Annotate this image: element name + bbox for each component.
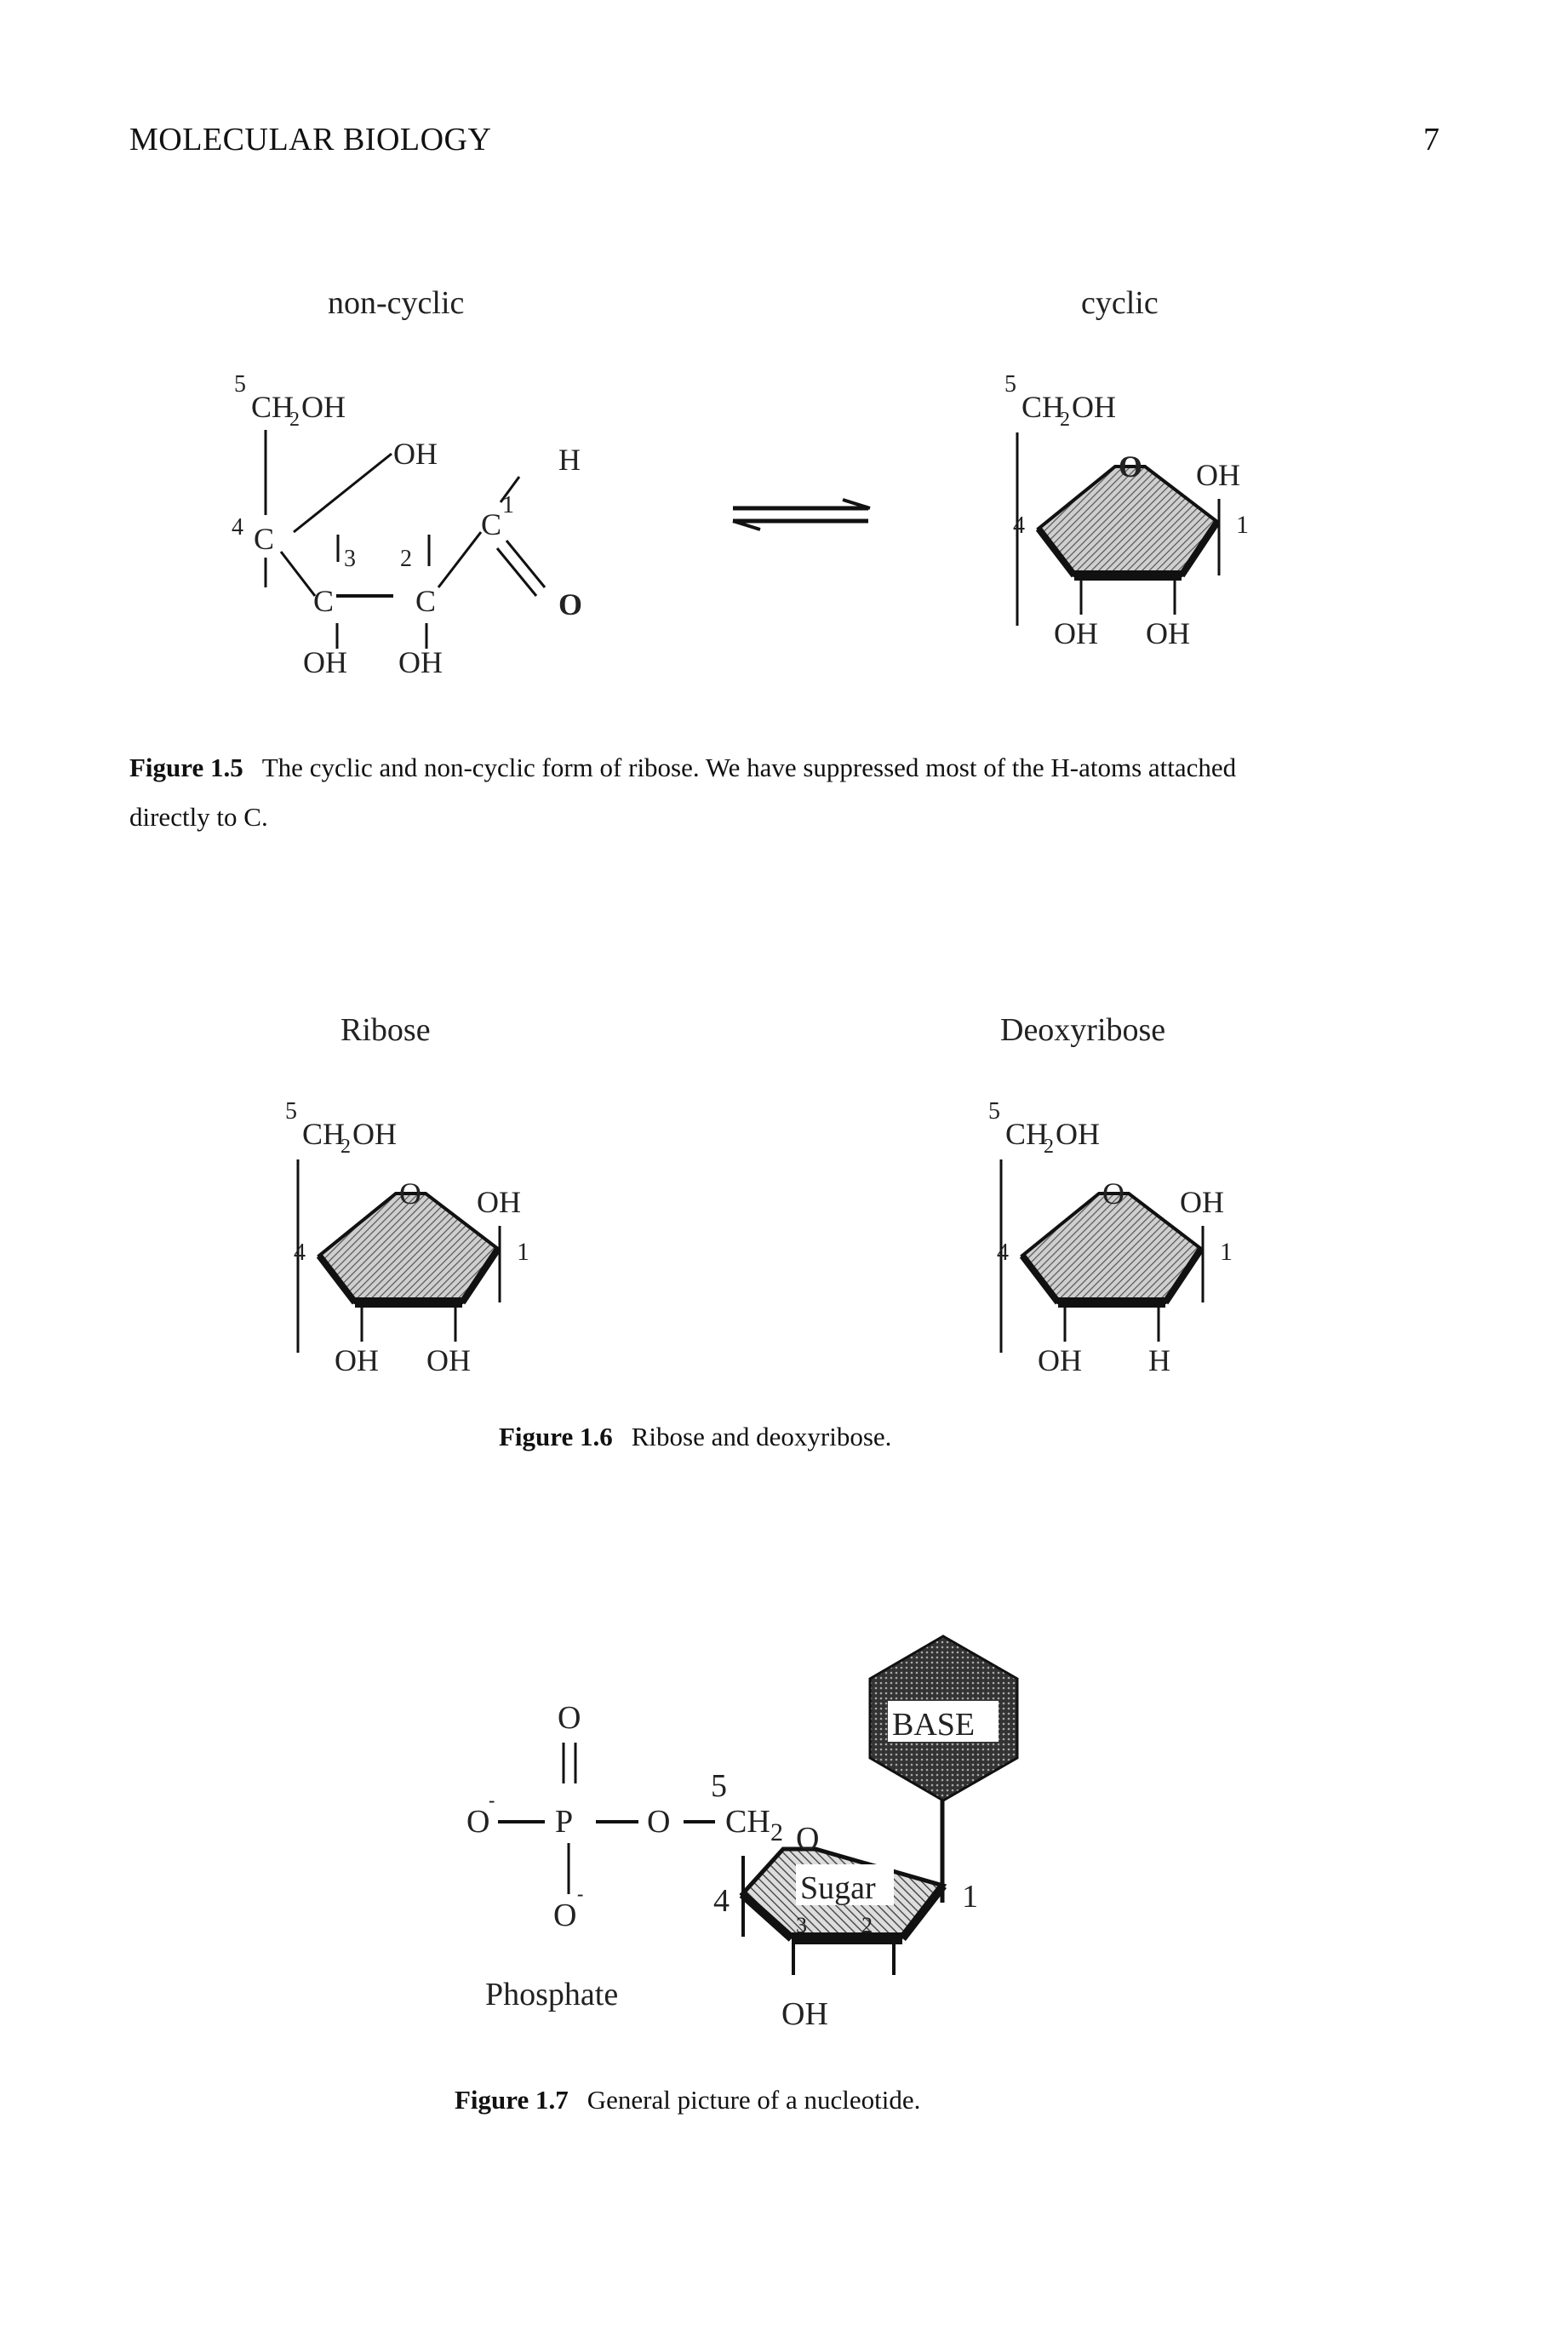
caption-label: Figure 1.5	[129, 753, 243, 782]
ribose-title: Ribose	[340, 1012, 431, 1048]
caption-text: The cyclic and non-cyclic form of ribose…	[261, 753, 1237, 782]
svg-text:2: 2	[289, 409, 300, 431]
svg-text:1: 1	[962, 1879, 978, 1915]
svg-text:3: 3	[796, 1913, 807, 1938]
svg-text:1: 1	[1220, 1238, 1233, 1266]
figure-1-7-nucleotide: O O - P O 5 CH 2 O - Phosphate	[466, 1634, 1019, 2032]
svg-text:5: 5	[711, 1768, 727, 1804]
svg-text:OH: OH	[335, 1343, 379, 1377]
svg-text:1: 1	[517, 1238, 529, 1266]
svg-text:O: O	[796, 1821, 819, 1857]
svg-text:O: O	[466, 1804, 489, 1840]
svg-text:-: -	[577, 1883, 583, 1904]
cyclic-ribose-structure: 5 CH 2 OH O OH 4 1 OH OH	[1004, 371, 1249, 650]
figure-1-6-caption: Figure 1.6 Ribose and deoxyribose.	[499, 1412, 891, 1462]
svg-text:CH: CH	[725, 1804, 770, 1840]
svg-text:OH: OH	[303, 645, 347, 679]
svg-text:1: 1	[1236, 511, 1249, 539]
ribose-structure: 5 CH 2 OH O OH 4 1 OH OH	[285, 1098, 529, 1377]
deoxyribose-structure: 5 CH 2 OH O OH 4 1 OH H	[988, 1098, 1233, 1377]
svg-text:OH: OH	[352, 1117, 397, 1151]
svg-text:OH: OH	[1038, 1343, 1082, 1377]
svg-text:OH: OH	[1180, 1185, 1224, 1219]
figure-1-5: non-cyclic cyclic 5 CH 2 OH OH 4 C 3 C 2…	[232, 285, 1249, 679]
svg-text:2: 2	[861, 1913, 873, 1938]
svg-text:O: O	[647, 1804, 670, 1840]
svg-text:OH: OH	[426, 1343, 471, 1377]
svg-text:OH: OH	[1056, 1117, 1100, 1151]
svg-text:-: -	[489, 1789, 495, 1811]
sugar-label: Sugar	[800, 1870, 876, 1906]
svg-text:OH: OH	[1146, 616, 1190, 650]
svg-text:CH: CH	[1005, 1117, 1048, 1151]
svg-text:P: P	[555, 1804, 573, 1840]
cyclic-title: cyclic	[1081, 285, 1159, 321]
caption-text-2: directly to C.	[129, 802, 268, 832]
svg-text:2: 2	[1060, 409, 1070, 431]
svg-text:H: H	[558, 443, 581, 477]
svg-text:O: O	[1102, 1176, 1124, 1211]
non-cyclic-ribose-structure: 5 CH 2 OH OH 4 C 3 C 2 C C 1 H O	[232, 371, 582, 679]
figure-1-7-caption: Figure 1.7 General picture of a nucleotid…	[455, 2075, 920, 2125]
svg-text:5: 5	[234, 371, 246, 398]
figure-1-5-caption: Figure 1.5 The cyclic and non-cyclic form…	[129, 743, 1457, 842]
svg-text:5: 5	[988, 1098, 1000, 1125]
svg-text:O: O	[399, 1176, 421, 1211]
svg-text:1: 1	[502, 492, 514, 518]
caption-label: Figure 1.7	[455, 2085, 569, 2115]
svg-text:4: 4	[232, 514, 243, 541]
svg-text:OH: OH	[1072, 390, 1116, 424]
svg-text:OH: OH	[398, 645, 443, 679]
sugar-label-box	[796, 1864, 894, 1905]
svg-text:3: 3	[344, 546, 356, 572]
svg-text:OH: OH	[781, 1996, 828, 2032]
svg-text:O: O	[553, 1898, 576, 1933]
svg-text:5: 5	[1004, 371, 1016, 398]
svg-text:2: 2	[1044, 1136, 1054, 1158]
svg-text:4: 4	[294, 1239, 306, 1266]
svg-text:CH: CH	[1021, 390, 1064, 424]
svg-text:OH: OH	[1054, 616, 1098, 650]
deoxyribose-title: Deoxyribose	[1000, 1012, 1165, 1048]
svg-text:OH: OH	[301, 390, 346, 424]
svg-text:2: 2	[340, 1136, 351, 1158]
figure-1-6: Ribose Deoxyribose 5 CH 2 OH O OH 4 1 OH…	[285, 1012, 1233, 1377]
svg-text:CH: CH	[302, 1117, 345, 1151]
svg-text:OH: OH	[477, 1185, 521, 1219]
svg-text:2: 2	[770, 1818, 783, 1846]
svg-text:4: 4	[713, 1883, 730, 1919]
svg-text:2: 2	[400, 546, 412, 572]
svg-text:O: O	[558, 1700, 581, 1736]
base-label: BASE	[892, 1707, 975, 1743]
svg-text:4: 4	[997, 1239, 1009, 1266]
phosphate-label: Phosphate	[485, 1977, 618, 2012]
svg-text:O: O	[558, 587, 582, 621]
running-title: MOLECULAR BIOLOGY	[129, 122, 492, 157]
caption-label: Figure 1.6	[499, 1422, 613, 1451]
svg-text:C: C	[254, 522, 274, 556]
svg-text:C: C	[313, 584, 334, 618]
svg-text:O: O	[1119, 449, 1142, 484]
caption-text: General picture of a nucleotide.	[587, 2085, 921, 2115]
svg-text:CH: CH	[251, 390, 294, 424]
equilibrium-arrow-icon	[732, 498, 871, 531]
svg-text:C: C	[481, 507, 501, 541]
svg-text:OH: OH	[393, 437, 438, 471]
caption-text: Ribose and deoxyribose.	[631, 1422, 892, 1451]
non-cyclic-title: non-cyclic	[328, 285, 464, 321]
page-number: 7	[1423, 122, 1440, 157]
svg-text:H: H	[1148, 1343, 1170, 1377]
svg-text:OH: OH	[1196, 458, 1240, 492]
svg-text:C: C	[415, 584, 436, 618]
svg-text:5: 5	[285, 1098, 297, 1125]
svg-text:4: 4	[1013, 512, 1025, 539]
